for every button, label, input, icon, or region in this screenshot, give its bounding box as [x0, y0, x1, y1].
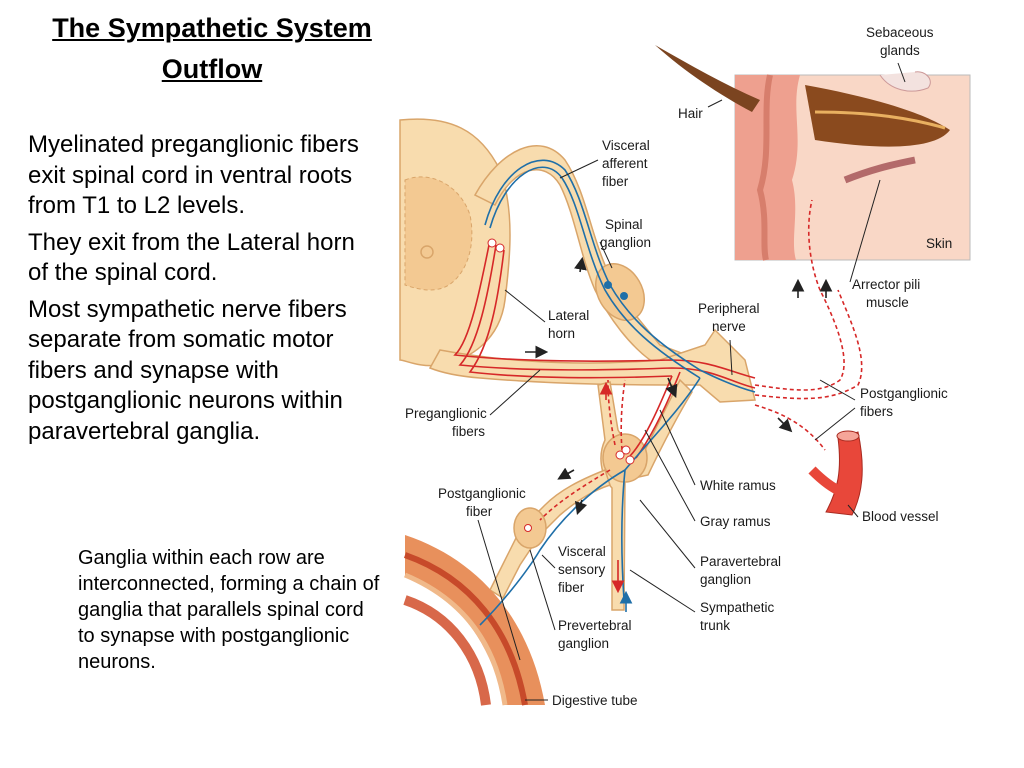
direction-arrows [525, 256, 833, 612]
label-preganglionic-1: Preganglionic [405, 406, 487, 421]
label-visceral-afferent-1: Visceral [602, 138, 650, 153]
label-arrector-1: Arrector pili [852, 277, 920, 292]
label-visceral-sensory-1: Visceral [558, 544, 606, 559]
hair-shape [655, 45, 760, 112]
label-digestive-tube: Digestive tube [552, 693, 638, 708]
label-hair: Hair [678, 106, 703, 121]
label-sympathetic-trunk-1: Sympathetic [700, 600, 775, 615]
label-prevertebral-2: ganglion [558, 636, 609, 651]
label-visceral-afferent-3: fiber [602, 174, 629, 189]
label-white-ramus: White ramus [700, 478, 776, 493]
label-blood-vessel: Blood vessel [862, 509, 939, 524]
slide-title: The Sympathetic System Outflow [22, 8, 402, 90]
label-arrector-2: muscle [866, 295, 909, 310]
title-line-2: Outflow [161, 54, 263, 84]
label-postganglionic-fiber-2: fiber [466, 504, 493, 519]
ganglion-neurons [487, 238, 635, 532]
label-postganglionic-fibers-2: fibers [860, 404, 893, 419]
label-postganglionic-fibers-1: Postganglionic [860, 386, 948, 401]
label-preganglionic-2: fibers [452, 424, 485, 439]
label-paravertebral-2: ganglion [700, 572, 751, 587]
label-skin: Skin [926, 236, 952, 251]
label-peripheral-nerve-1: Peripheral [698, 301, 760, 316]
label-visceral-sensory-2: sensory [558, 562, 606, 577]
label-prevertebral-1: Prevertebral [558, 618, 632, 633]
leader-lines [477, 62, 906, 701]
label-sympathetic-trunk-2: trunk [700, 618, 730, 633]
label-lateral-horn-2: horn [548, 326, 575, 341]
label-sebaceous-1: Sebaceous [866, 25, 934, 40]
bullet-3: Most sympathetic nerve fibers separate f… [28, 295, 347, 445]
title-line-1: The Sympathetic System [52, 13, 372, 43]
diagram-labels: Sebaceous glands Hair Skin Visceral affe… [405, 25, 952, 708]
bullet-list: Myelinated preganglionic fibers exit spi… [28, 130, 378, 453]
skin-illustration [734, 71, 971, 261]
spinal-cord-illustration [399, 118, 511, 367]
sub-bullet: Ganglia within each row are interconnect… [78, 547, 380, 673]
label-postganglionic-fiber-1: Postganglionic [438, 486, 526, 501]
label-peripheral-nerve-2: nerve [712, 319, 746, 334]
label-spinal-ganglion-2: ganglion [600, 235, 651, 250]
blood-vessel-illustration [808, 430, 863, 516]
label-lateral-horn-1: Lateral [548, 308, 589, 323]
sensory-fibers [479, 159, 756, 626]
digestive-tube-illustration [403, 535, 545, 706]
label-visceral-sensory-3: fiber [558, 580, 585, 595]
bullet-2: They exit from the Lateral horn of the s… [28, 228, 355, 287]
label-paravertebral-1: Paravertebral [700, 554, 781, 569]
label-gray-ramus: Gray ramus [700, 514, 771, 529]
label-visceral-afferent-2: afferent [602, 156, 648, 171]
sympathetic-outflow-diagram: Sebaceous glands Hair Skin Visceral affe… [399, 25, 971, 708]
bullet-1: Myelinated preganglionic fibers exit spi… [28, 131, 359, 219]
label-sebaceous-2: glands [880, 43, 920, 58]
label-spinal-ganglion-1: Spinal [605, 217, 643, 232]
paravertebral-ganglion [602, 433, 648, 483]
